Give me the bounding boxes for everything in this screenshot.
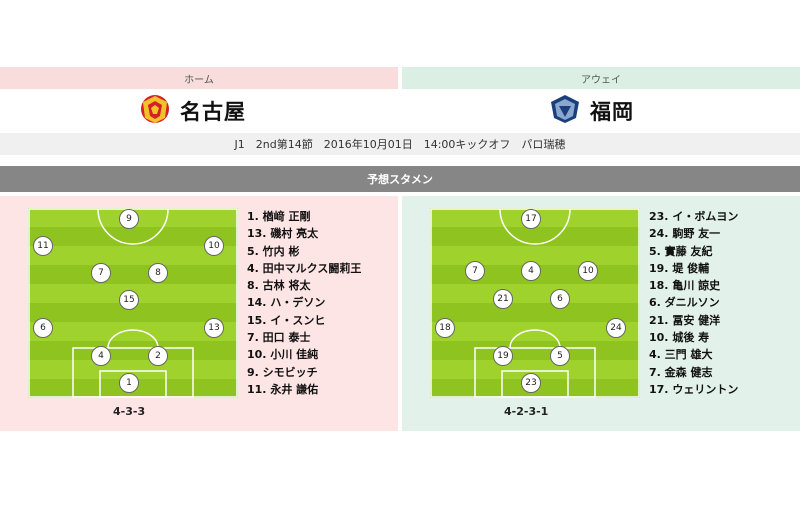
section-title: 予想スタメン [0, 166, 800, 192]
nagoya-grampus-emblem-icon [138, 94, 172, 128]
list-item: 17. ウェリントン [649, 382, 739, 396]
player-marker: 17 [521, 209, 541, 229]
away-header: アウェイ [402, 67, 800, 89]
list-item: 13. 磯村 亮太 [247, 227, 319, 241]
home-pitch: 9 11 10 7 8 15 6 13 4 2 1 [28, 208, 238, 398]
list-item: 15. イ・スンヒ [247, 313, 326, 327]
home-formation: 4-3-3 [113, 405, 146, 418]
list-item: 4. 三門 雄大 [649, 348, 713, 362]
match-info: J1 2nd第14節 2016年10月01日 14:00キックオフ パロ瑞穂 [0, 133, 800, 155]
list-item: 23. イ・ボムヨン [649, 210, 739, 223]
away-roster: 23. イ・ボムヨン 24. 駒野 友一 5. 實藤 友紀 19. 堤 俊輔 1… [649, 208, 738, 398]
player-marker: 4 [91, 346, 111, 366]
player-marker: 23 [521, 373, 541, 393]
away-lineup-panel: 17 7 4 10 21 6 18 24 19 5 23 4-2-3-1 23.… [402, 196, 800, 431]
player-marker: 18 [435, 318, 455, 338]
match-info-text: J1 2nd第14節 2016年10月01日 14:00キックオフ パロ瑞穂 [234, 138, 566, 151]
list-item: 7. 金森 健志 [649, 365, 713, 379]
home-lineup-panel: 9 11 10 7 8 15 6 13 4 2 1 4-3-3 1. 楢﨑 正剛… [0, 196, 398, 431]
player-marker: 10 [578, 261, 598, 281]
player-marker: 6 [550, 289, 570, 309]
list-item: 19. 堤 俊輔 [649, 261, 710, 275]
player-marker: 2 [148, 346, 168, 366]
list-item: 6. ダニルソン [649, 296, 720, 310]
section-title-text: 予想スタメン [367, 173, 433, 186]
home-roster: 1. 楢﨑 正剛 13. 磯村 亮太 5. 竹内 彬 4. 田中マルクス闘莉王 … [247, 208, 361, 398]
player-marker: 7 [465, 261, 485, 281]
list-item: 7. 田口 泰士 [247, 331, 311, 345]
list-item: 4. 田中マルクス闘莉王 [247, 261, 362, 275]
player-marker: 9 [119, 209, 139, 229]
away-header-label: アウェイ [581, 74, 621, 86]
player-marker: 13 [204, 318, 224, 338]
list-item: 11. 永井 謙佑 [247, 382, 319, 396]
away-pitch-graphic [430, 208, 640, 398]
player-marker: 4 [521, 261, 541, 281]
avispa-fukuoka-emblem-icon [548, 94, 582, 128]
list-item: 21. 冨安 健洋 [649, 313, 721, 327]
away-pitch: 17 7 4 10 21 6 18 24 19 5 23 [430, 208, 640, 398]
player-marker: 19 [493, 346, 513, 366]
player-marker: 24 [606, 318, 626, 338]
player-marker: 21 [493, 289, 513, 309]
player-marker: 5 [550, 346, 570, 366]
list-item: 1. 楢﨑 正剛 [247, 210, 311, 223]
player-marker: 11 [33, 236, 53, 256]
list-item: 10. 小川 佳純 [247, 348, 319, 362]
player-marker: 10 [204, 236, 224, 256]
list-item: 24. 駒野 友一 [649, 227, 721, 241]
list-item: 8. 古林 将太 [247, 279, 311, 293]
home-header-label: ホーム [184, 74, 214, 86]
list-item: 18. 亀川 諒史 [649, 279, 721, 293]
away-team: 福岡 [548, 95, 634, 127]
list-item: 9. シモビッチ [247, 365, 318, 379]
list-item: 5. 實藤 友紀 [649, 244, 713, 258]
player-marker: 1 [119, 373, 139, 393]
player-marker: 6 [33, 318, 53, 338]
player-marker: 8 [148, 263, 168, 283]
home-team: 名古屋 [138, 95, 246, 127]
away-team-name: 福岡 [590, 100, 634, 124]
home-team-name: 名古屋 [180, 100, 246, 124]
away-formation: 4-2-3-1 [504, 405, 549, 418]
list-item: 10. 城後 寿 [649, 331, 710, 345]
player-marker: 15 [119, 290, 139, 310]
list-item: 14. ハ・デソン [247, 296, 326, 310]
player-marker: 7 [91, 263, 111, 283]
home-header: ホーム [0, 67, 398, 89]
list-item: 5. 竹内 彬 [247, 244, 300, 258]
